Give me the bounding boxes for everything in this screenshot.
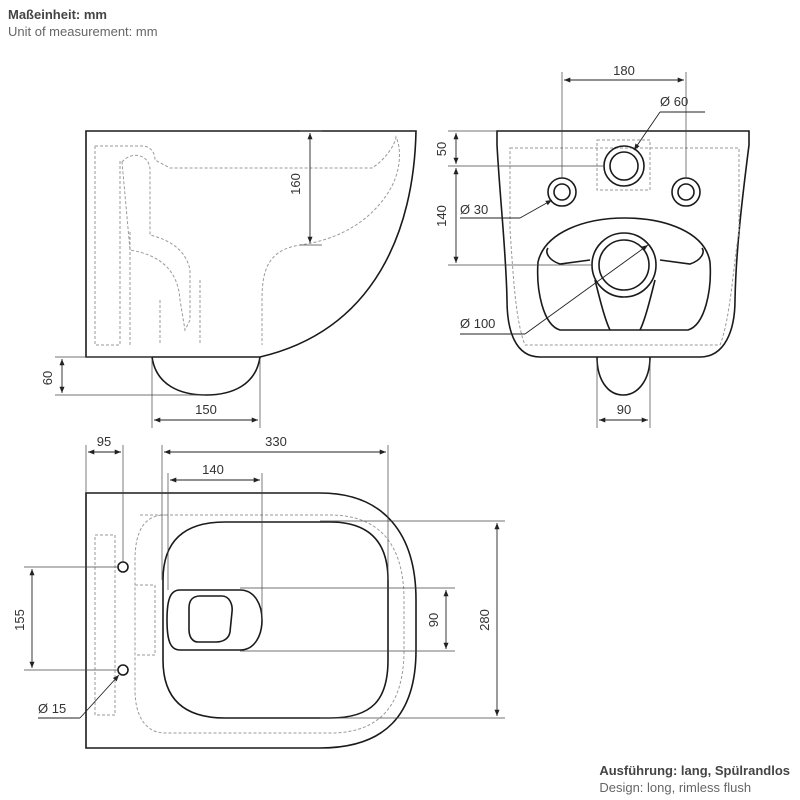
dim-diameter-30: Ø 30: [460, 202, 488, 217]
dim-140-rear: 140: [434, 205, 449, 227]
top-view-outline: [85, 492, 417, 749]
dim-330: 330: [265, 434, 287, 449]
dim-160: 160: [288, 173, 303, 195]
rear-view-outline: [496, 130, 750, 358]
unit-label-en: Unit of measurement: mm: [8, 24, 158, 39]
top-view-rim-outline: [134, 514, 405, 734]
bolt-hole-left: [547, 177, 577, 207]
rear-view: 180 Ø 60 50 140 Ø 30 Ø 100 90: [434, 63, 750, 428]
rear-view-tank-recess: [596, 139, 651, 191]
side-view-outline: [85, 130, 417, 358]
top-view-drain-inner: [188, 595, 233, 643]
dim-155: 155: [12, 609, 27, 631]
top-view: 95 330 140 155 90 280 Ø 15: [12, 434, 505, 749]
dim-90-top: 90: [426, 613, 441, 627]
dim-280: 280: [477, 609, 492, 631]
rear-view-outlet-channel: [546, 247, 704, 331]
fixing-hole-bottom: [117, 664, 129, 676]
footer: Ausführung: lang, Spülrandlos Design: lo…: [599, 762, 790, 796]
dim-180: 180: [613, 63, 635, 78]
side-view-inner-wall: [129, 232, 201, 345]
dim-diameter-60: Ø 60: [660, 94, 688, 109]
top-view-bowl-opening: [162, 521, 389, 719]
side-view-trap: [121, 154, 191, 332]
top-view-drain-hole: [166, 589, 263, 651]
dim-diameter-100: Ø 100: [460, 316, 495, 331]
rear-view-inner-outline: [509, 147, 740, 346]
dim-90-rear: 90: [617, 402, 631, 417]
dim-50: 50: [434, 142, 449, 156]
dim-140-top: 140: [202, 462, 224, 477]
bolt-hole-left-inner: [553, 183, 571, 201]
fixing-hole-top: [117, 561, 129, 573]
side-view-outlet: [151, 356, 261, 396]
unit-label-de: Maßeinheit: mm: [8, 7, 107, 22]
dim-60: 60: [40, 371, 55, 385]
bolt-hole-right-inner: [677, 183, 695, 201]
dim-150: 150: [195, 402, 217, 417]
dim-diameter-15: Ø 15: [38, 701, 66, 716]
header: Maßeinheit: mm Unit of measurement: mm: [8, 6, 158, 40]
dim-95: 95: [97, 434, 111, 449]
side-view-wall-flange: [94, 146, 121, 346]
bolt-hole-right: [671, 177, 701, 207]
side-view: 160 60 150: [40, 130, 417, 428]
rear-view-outlet-foot: [596, 356, 651, 396]
rear-view-outlet-recess: [536, 217, 712, 331]
drain-outlet-inner: [598, 239, 650, 291]
design-label-de: Ausführung: lang, Spülrandlos: [599, 763, 790, 778]
drain-outlet-circle: [591, 232, 657, 298]
side-view-inner-bowl: [95, 135, 400, 345]
top-view-rear-flange: [94, 534, 156, 716]
design-label-en: Design: long, rimless flush: [599, 780, 752, 795]
water-inlet-inner: [609, 151, 639, 181]
